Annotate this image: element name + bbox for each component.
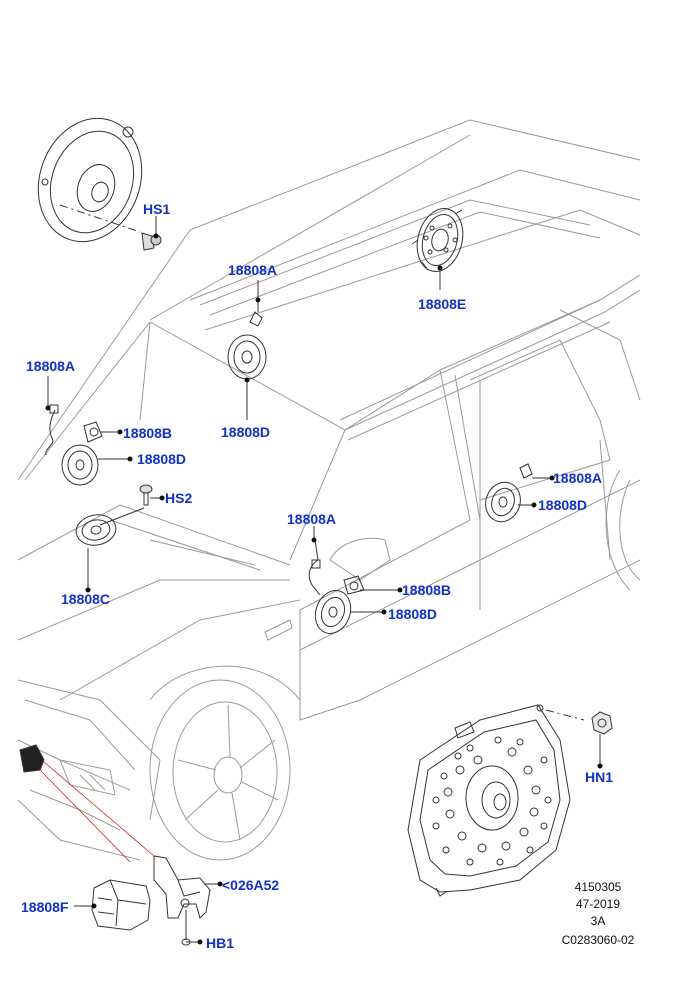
callout-18808e: 18808E (418, 296, 467, 312)
location-lines-red (39, 761, 155, 863)
speaker-rear-large (407, 704, 585, 897)
callout-hs2: HS2 (165, 490, 193, 506)
callout-18808b-left: 18808B (123, 425, 173, 441)
callout-hb1: HB1 (206, 935, 235, 951)
callout-18808d-roof: 18808D (221, 424, 271, 440)
leader-dots (45, 233, 603, 945)
speaker-18808e (411, 208, 464, 272)
speaker-18808c (75, 507, 145, 546)
tweeter-18808b-left (83, 421, 103, 443)
bracket-026a52 (153, 855, 211, 946)
screw-hs2 (139, 484, 153, 506)
vehicle-body-outline (17, 119, 641, 861)
callout-18808c: 18808C (61, 591, 111, 607)
nut-hn1 (591, 711, 613, 735)
reference-date: 47-2019 (575, 897, 621, 911)
connector-18808a-door (308, 539, 321, 596)
callout-18808b-door: 18808B (402, 582, 452, 598)
parts-line-art (19, 117, 613, 946)
speaker-18808d-left (61, 444, 99, 486)
speaker-18808d-door (314, 590, 352, 634)
callout-18808a-left: 18808A (26, 358, 76, 374)
callout-18808a-door: 18808A (287, 511, 337, 527)
speaker-18808d-right (485, 481, 521, 523)
unit-18808f (91, 879, 151, 931)
callout-18808a-right: 18808A (553, 470, 603, 486)
callout-18808a-roof: 18808A (228, 262, 278, 278)
callout-18808f: 18808F (21, 899, 69, 915)
leader-lines (47, 216, 601, 943)
bumper-sensor-18808f-location (19, 744, 45, 773)
callout-hs1: HS1 (143, 201, 171, 217)
speaker-top-left (37, 117, 143, 243)
callout-026a52: <026A52 (222, 877, 280, 893)
callout-18808d-left: 18808D (137, 451, 187, 467)
reference-number: 4150305 (574, 880, 622, 894)
reference-drawing-code: C0283060-02 (561, 933, 635, 947)
callout-18808d-door: 18808D (388, 606, 438, 622)
reference-revision: 3A (590, 914, 606, 928)
callout-hn1: HN1 (585, 769, 614, 785)
speaker-18808d-roof (227, 298, 267, 380)
connector-18808a-right (519, 463, 533, 479)
callout-18808d-right: 18808D (538, 497, 588, 513)
